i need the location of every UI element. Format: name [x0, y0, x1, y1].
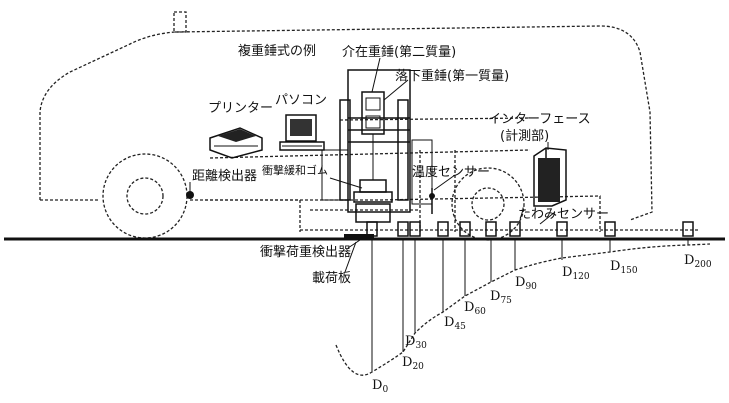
label-d45: D45	[444, 315, 466, 332]
label-d30: D30	[405, 334, 427, 351]
interface-box	[533, 147, 567, 207]
sensor-d90	[509, 221, 521, 237]
weight-tower	[321, 69, 433, 223]
label-title-example: 複重錘式の例	[238, 43, 316, 59]
leader-lines	[189, 57, 556, 273]
sensor-d150	[604, 221, 616, 237]
sensor-d75	[485, 221, 497, 237]
label-falling-weight: 落下重錘(第一質量)	[395, 68, 509, 84]
deflection-sensors	[366, 221, 694, 237]
front-wheel	[102, 153, 194, 239]
vehicle-outline	[39, 11, 653, 232]
computer-icon	[279, 114, 325, 151]
sensor-d20	[397, 221, 409, 237]
sensor-d200	[682, 221, 694, 237]
deflection-basin-curve	[335, 243, 711, 376]
sensor-d45	[437, 221, 449, 237]
temperature-sensor-icon	[429, 188, 435, 214]
label-impact-load-detector: 衝撃荷重検出器	[260, 244, 351, 260]
label-intermediate-weight: 介在重錘(第二質量)	[342, 44, 456, 60]
label-d150: D150	[610, 259, 638, 276]
label-deflection-sensor: たわみセンサー	[518, 207, 609, 222]
label-pc: パソコン	[275, 93, 327, 108]
sensor-d30	[409, 221, 421, 237]
sensor-d0	[366, 221, 378, 237]
label-distance-detector: 距離検出器	[192, 169, 257, 184]
label-temperature-sensor: 温度センサー	[412, 164, 490, 180]
label-interface: インターフェース	[488, 112, 591, 127]
label-shock-rubber: 衝撃緩和ゴム	[262, 163, 328, 177]
drop-lines	[371, 239, 689, 372]
label-d200: D200	[684, 253, 712, 270]
label-loading-plate: 載荷板	[312, 271, 351, 286]
label-d0: D0	[372, 378, 388, 395]
label-printer: プリンター	[208, 101, 273, 116]
label-d60: D60	[464, 300, 486, 317]
loading-plate	[344, 234, 374, 238]
printer-icon	[209, 127, 263, 159]
label-d90: D90	[515, 275, 537, 292]
label-measuring-unit: (計測部)	[500, 128, 549, 144]
label-d120: D120	[562, 265, 590, 282]
sensor-d120	[556, 221, 568, 237]
sensor-d60	[459, 221, 471, 237]
label-d20: D20	[402, 355, 424, 372]
label-d75: D75	[490, 289, 512, 306]
